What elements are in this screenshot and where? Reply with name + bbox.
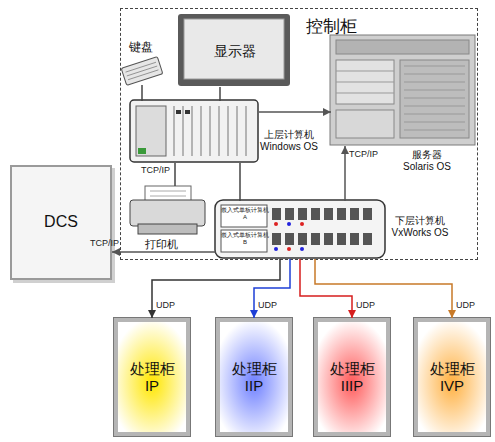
node-label: 处理柜 — [330, 360, 375, 377]
connector — [344, 146, 346, 201]
edge-label: UDP — [258, 301, 277, 311]
connector — [259, 111, 331, 113]
connector — [239, 163, 241, 201]
cabinet-frame: 控制柜显示器键盘服务器 Solaris OS上层计算机 Windows OS打印… — [120, 8, 478, 260]
keyboard: 键盘 — [123, 59, 163, 85]
connector — [141, 85, 143, 101]
node-label: 处理柜 — [232, 360, 277, 377]
edge-label: TCP/IP — [141, 166, 170, 176]
node-label: DCS — [44, 213, 78, 231]
node-label: IIIP — [341, 377, 364, 394]
node-label: IP — [145, 377, 159, 394]
node-label: 下层计算机 VxWorks OS — [388, 215, 452, 238]
node-label: 键盘 — [129, 41, 153, 55]
node-label: 处理柜 — [430, 360, 475, 377]
node-label: 处理柜 — [130, 360, 175, 377]
connector — [174, 163, 176, 186]
edge-label: UDP — [156, 301, 175, 311]
server: 服务器 Solaris OS — [331, 36, 476, 146]
edge-label: TCP/IP — [90, 239, 119, 249]
process-cabinet: 处理柜IP — [114, 318, 190, 436]
edge-label: UDP — [356, 301, 375, 311]
printer: 打印机 — [131, 186, 206, 236]
edge-label: TCP/IP — [349, 150, 378, 160]
process-cabinet: 处理柜IVP — [414, 318, 490, 436]
connector — [152, 259, 280, 318]
node-label: 控制柜 — [306, 17, 357, 37]
node-label: IVP — [440, 377, 464, 394]
upper-computer: 上层计算机 Windows OS — [131, 101, 259, 163]
node-label: 服务器 Solaris OS — [399, 149, 455, 172]
module-label: 嵌入式单板计算机A — [221, 207, 269, 221]
connector — [300, 259, 352, 318]
node-label: 上层计算机 Windows OS — [259, 129, 319, 152]
node-label: 打印机 — [145, 238, 178, 251]
connector — [254, 259, 290, 318]
connector — [315, 259, 452, 318]
node-label: 显示器 — [214, 43, 256, 59]
module-label: 嵌入式单板计算机B — [221, 232, 269, 246]
process-cabinet: 处理柜IIP — [216, 318, 292, 436]
monitor: 显示器 — [179, 15, 291, 87]
process-cabinet: 处理柜IIIP — [314, 318, 390, 436]
connector — [219, 87, 221, 101]
edge-label: UDP — [456, 301, 475, 311]
dcs-box: DCS — [10, 165, 112, 280]
node-label: IIP — [245, 377, 263, 394]
connector — [112, 251, 216, 253]
